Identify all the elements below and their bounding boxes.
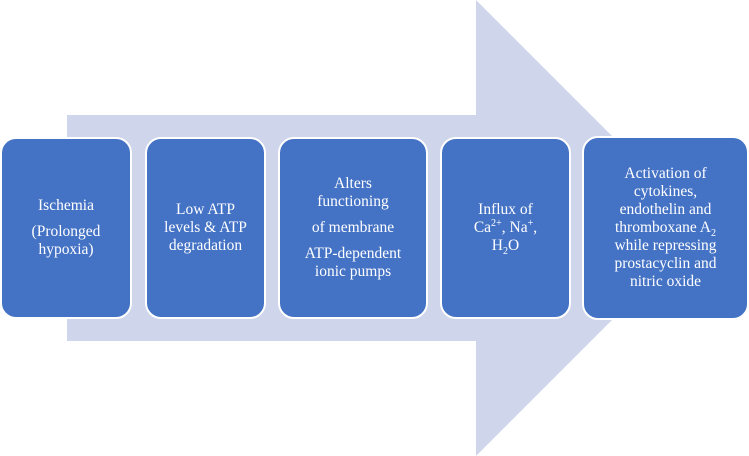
step-alters-pumps: Alters functioning of membrane ATP-depen… [278, 137, 428, 319]
thromboxane-subscript: 2 [710, 228, 717, 240]
step-2-line-1: Low ATP [176, 200, 235, 218]
step-5-line-5: while repressing [614, 237, 717, 255]
sodium-charge: + [527, 217, 534, 229]
step-activation: Activation of cytokines, endothelin and … [582, 136, 749, 320]
hydrogen-subscript: 2 [502, 246, 509, 258]
step-5-line-3: endothelin and [619, 200, 712, 218]
step-1-line-1: Ischemia [38, 196, 94, 214]
step-4-line-2: Ca2+, Na+, [473, 217, 538, 237]
sodium-symbol: Na [509, 218, 528, 236]
step-4-line-3: H2O [491, 237, 520, 258]
step-3-line-4: ATP-dependent [304, 245, 402, 263]
thromboxane-label: thromboxane A [614, 218, 711, 236]
step-1-line-3: hypoxia) [38, 241, 94, 259]
step-3-line-3: of membrane [311, 218, 395, 236]
step-4-line-1: Influx of [478, 200, 533, 218]
step-3-line-1: Alters [334, 174, 372, 192]
step-1-line-2: (Prolonged [31, 222, 101, 240]
step-5-line-2: cytokines, [633, 182, 698, 200]
step-ion-influx: Influx of Ca2+, Na+, H2O [440, 137, 571, 319]
calcium-charge: 2+ [491, 217, 502, 229]
step-2-line-2: levels & ATP [164, 218, 247, 236]
step-low-atp: Low ATP levels & ATP degradation [145, 137, 266, 319]
separator-2: , [533, 218, 538, 236]
step-3-line-5: ionic pumps [314, 263, 392, 281]
separator-1: , [501, 218, 510, 236]
step-5-line-1: Activation of [624, 164, 707, 182]
step-5-line-6: prostacyclin and [614, 255, 717, 273]
step-5-line-7: nitric oxide [629, 273, 702, 291]
hydrogen-symbol: H [491, 237, 503, 255]
step-5-line-4: thromboxane A2 [614, 218, 717, 240]
step-2-line-3: degradation [168, 237, 243, 255]
step-ischemia: Ischemia (Prolonged hypoxia) [0, 137, 132, 319]
oxygen-symbol: O [508, 237, 520, 255]
calcium-symbol: Ca [473, 218, 492, 236]
step-3-line-2: functioning [317, 192, 389, 210]
